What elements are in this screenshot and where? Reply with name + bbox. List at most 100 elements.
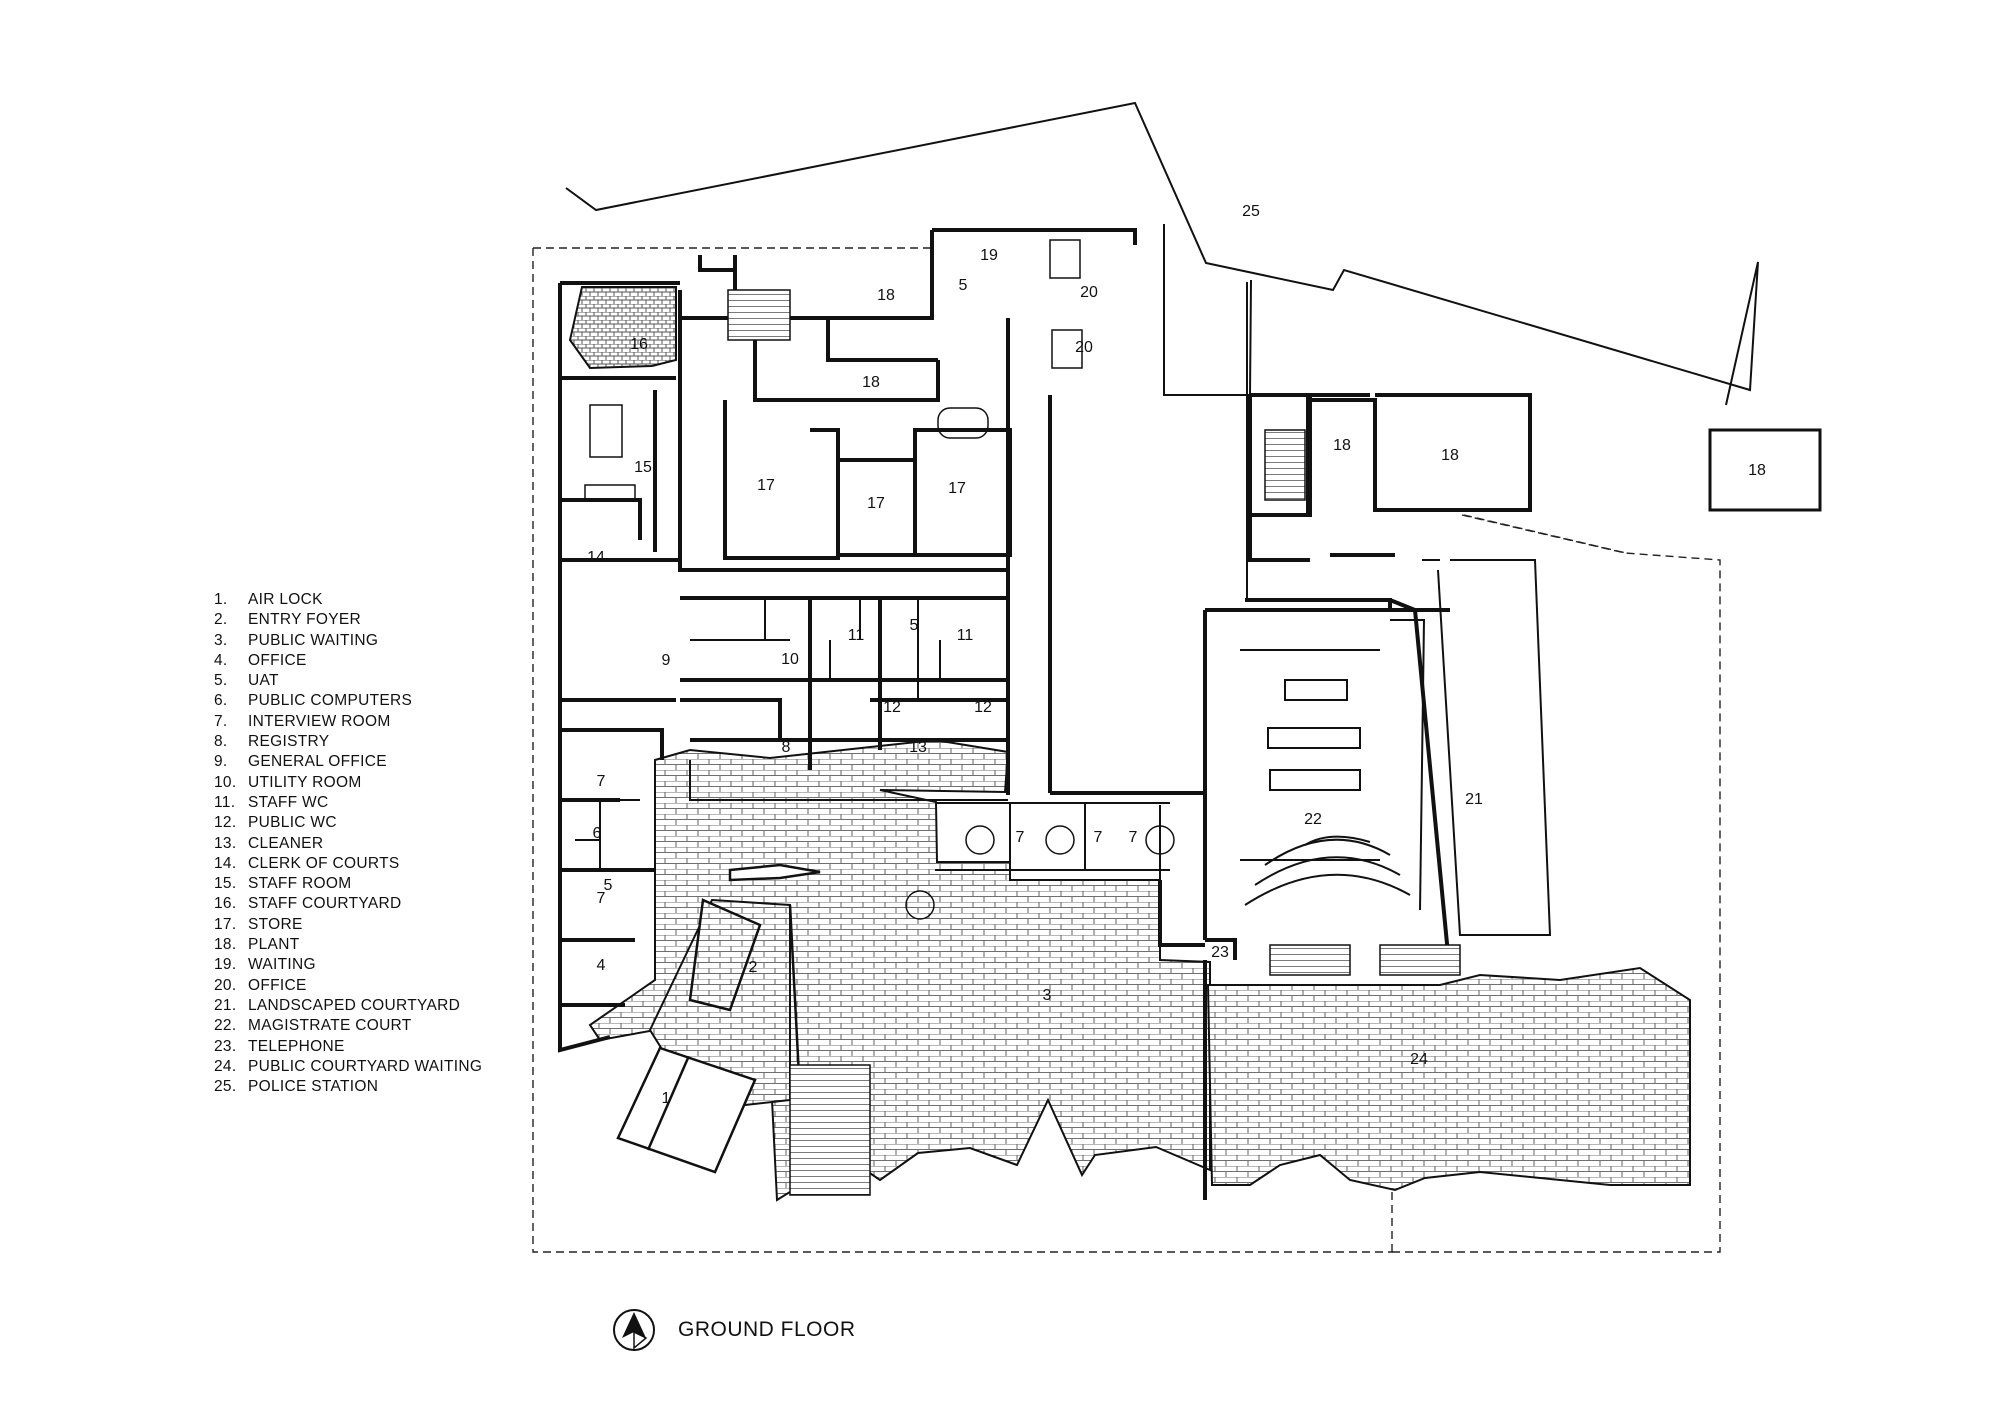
legend-number: 9. [214,753,228,771]
legend-item: 10. UTILITY ROOM [214,773,482,793]
legend-label: ENTRY FOYER [248,611,361,629]
legend-label: MAGISTRATE COURT [248,1017,412,1035]
room-tag: 17 [757,477,775,494]
legend-item: 12.PUBLIC WC [214,813,482,833]
legend-item: 20. OFFICE [214,976,482,996]
legend-label: STAFF ROOM [248,875,352,893]
legend-label: UTILITY ROOM [248,773,362,791]
room-tag: 11 [957,627,974,644]
legend-item: 25. POLICE STATION [214,1077,482,1097]
room-tag: 2 [749,959,758,976]
legend-item: 5.UAT [214,671,482,691]
stairs [727,289,1461,1196]
room-tag: 16 [630,336,648,353]
room-tag: 12 [883,699,901,716]
legend-item: 19.WAITING [214,955,482,975]
paved-public-areas [568,286,1691,1202]
legend-item: 22.MAGISTRATE COURT [214,1016,482,1036]
legend-number: 10. [214,773,237,791]
room-furniture [584,239,1175,920]
drawing-title-block: GROUND FLOOR [612,1308,856,1352]
legend-label: CLERK OF COURTS [248,854,400,872]
legend-label: INTERVIEW ROOM [248,712,391,730]
legend-item: 15. STAFF ROOM [214,874,482,894]
legend-label: OFFICE [248,651,307,669]
legend-item: 8.REGISTRY [214,732,482,752]
legend-item: 3.PUBLIC WAITING [214,631,482,651]
room-tag: 22 [1304,811,1322,828]
legend-number: 21. [214,996,237,1014]
room-tag: 24 [1410,1051,1428,1068]
room-tag: 23 [1211,944,1229,961]
room-tag: 5 [604,877,613,894]
room-tag: 7 [597,890,606,907]
legend-number: 16. [214,895,237,913]
legend-number: 13. [214,834,237,852]
legend-number: 4. [214,651,228,669]
room-tag: 1 [662,1090,671,1107]
room-tag: 17 [948,480,966,497]
legend-number: 1. [214,591,228,608]
legend-number: 3. [214,631,228,649]
legend-number: 17. [214,915,237,933]
legend-label: PUBLIC WC [248,814,337,832]
room-tag: 6 [593,825,602,842]
room-tag: 8 [782,739,791,756]
legend-number: 23. [214,1037,237,1055]
room-tag: 5 [959,277,968,294]
partitions [575,559,1552,936]
room-tag: 19 [980,247,998,264]
legend-label: POLICE STATION [248,1078,379,1096]
legend-label: PLANT [248,936,300,954]
legend-number: 19. [214,956,237,974]
legend-number: 25. [214,1078,237,1096]
legend-label: CLEANER [248,834,324,852]
room-legend: 1.AIR LOCK 2. ENTRY FOYER 3.PUBLIC WAITIN… [214,590,482,1097]
legend-item: 11. STAFF WC [214,793,482,813]
room-tag: 7 [1016,829,1025,846]
room-tag: 14 [587,549,605,566]
legend-number: 24. [214,1057,237,1075]
building-walls [558,228,1532,1200]
legend-number: 14. [214,854,237,872]
room-tag: 21 [1465,791,1483,808]
legend-number: 15. [214,875,237,893]
room-tag: 7 [597,773,606,790]
legend-number: 11. [214,793,236,811]
legend-number: 20. [214,976,237,994]
room-tag: 12 [974,699,992,716]
legend-number: 2. [214,611,228,629]
room-tag: 18 [1441,447,1459,464]
room-tag: 20 [1080,284,1098,301]
room-tag: 3 [1043,987,1052,1004]
legend-item: 23. TELEPHONE [214,1037,482,1057]
legend-item: 13. CLEANER [214,834,482,854]
legend-item: 24.PUBLIC COURTYARD WAITING [214,1057,482,1077]
legend-label: PUBLIC COMPUTERS [248,692,413,710]
legend-number: 5. [214,672,228,690]
room-tag: 18 [877,287,895,304]
room-tag: 4 [597,957,606,974]
legend-label: OFFICE [248,976,307,994]
room-tag: 18 [862,374,880,391]
legend-item: 1.AIR LOCK [214,590,482,610]
plant-room-detached [1708,428,1822,512]
legend-item: 18.PLANT [214,935,482,955]
room-tag: 15 [634,459,652,476]
room-tag: 17 [867,495,885,512]
legend-label: TELEPHONE [248,1037,345,1055]
legend-label: LANDSCAPED COURTYARD [248,996,461,1014]
room-tag: 11 [848,627,865,644]
legend-item: 6. PUBLIC COMPUTERS [214,691,482,711]
legend-label: STAFF WC [248,793,329,811]
legend-number: 6. [214,692,228,710]
legend-number: 7. [214,712,228,730]
room-tag: 18 [1333,437,1351,454]
legend-label: STAFF COURTYARD [248,895,402,913]
room-tag: 10 [781,651,799,668]
room-tag: 13 [909,739,927,756]
legend-item: 21. LANDSCAPED COURTYARD [214,996,482,1016]
legend-label: GENERAL OFFICE [248,753,387,771]
legend-item: 17.STORE [214,915,482,935]
